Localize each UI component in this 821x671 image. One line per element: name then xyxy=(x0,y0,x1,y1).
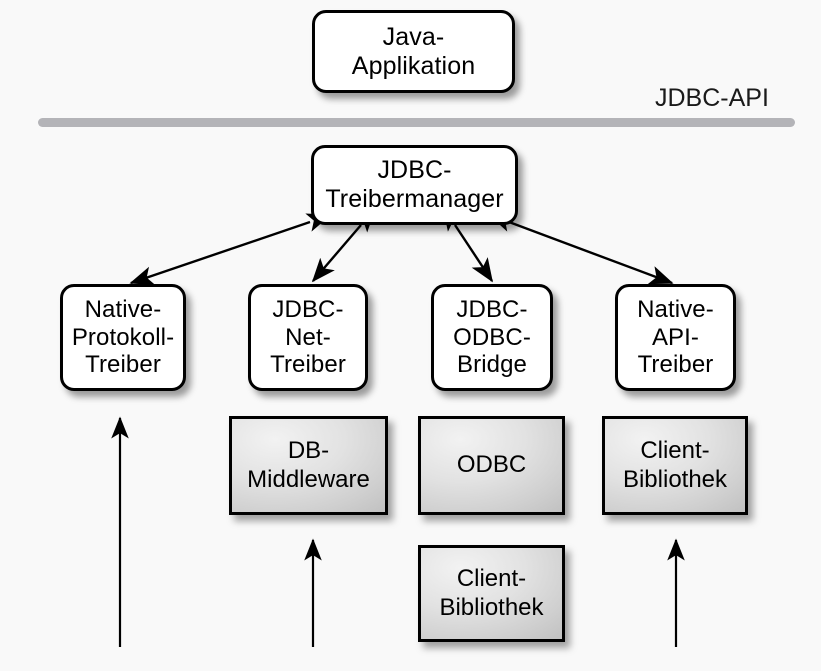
jdbc-odbc-bridge-line-3: Bridge xyxy=(457,351,527,379)
edge-manager-jdbc-net xyxy=(311,208,376,283)
client-bibliothek-right-line-2: Bibliothek xyxy=(622,465,728,493)
java-applikation-line-2: Applikation xyxy=(351,51,476,80)
native-api-line-1: Native- xyxy=(637,295,714,323)
native-protokoll-line-3: Treiber xyxy=(85,351,161,379)
node-java-applikation[interactable]: Java- Applikation xyxy=(312,10,515,93)
native-api-line-3: Treiber xyxy=(637,351,714,379)
odbc-line-1: ODBC xyxy=(456,451,527,479)
jdbc-api-label: JDBC-API xyxy=(655,84,769,112)
edge-manager-jdbc-odbc-bridge xyxy=(442,206,494,283)
node-jdbc-net-treiber[interactable]: JDBC- Net- Treiber xyxy=(248,284,368,391)
node-db-middleware[interactable]: DB- Middleware xyxy=(229,416,388,515)
jdbc-net-line-2: Net- xyxy=(285,323,331,351)
db-middleware-line-2: Middleware xyxy=(247,465,370,493)
native-protokoll-line-2: Protokoll- xyxy=(71,323,175,351)
treibermanager-line-2: Treibermanager xyxy=(325,185,504,213)
jdbc-odbc-bridge-line-1: JDBC- xyxy=(456,295,528,323)
treibermanager-line-1: JDBC- xyxy=(377,156,452,184)
node-client-bibliothek-right[interactable]: Client- Bibliothek xyxy=(602,416,748,515)
native-protokoll-line-1: Native- xyxy=(84,295,162,323)
jdbc-odbc-bridge-line-2: ODBC- xyxy=(453,323,531,351)
node-native-api-treiber[interactable]: Native- API- Treiber xyxy=(615,284,736,391)
edge-manager-native-protokoll xyxy=(129,213,332,285)
node-jdbc-odbc-bridge[interactable]: JDBC- ODBC- Bridge xyxy=(431,284,553,391)
node-client-bibliothek-odbc[interactable]: Client- Bibliothek xyxy=(418,545,565,642)
jdbc-net-line-3: Treiber xyxy=(270,351,346,379)
java-applikation-line-1: Java- xyxy=(382,22,445,51)
client-bibliothek-odbc-line-2: Bibliothek xyxy=(439,593,544,621)
node-native-protokoll-treiber[interactable]: Native- Protokoll- Treiber xyxy=(60,284,186,391)
node-odbc[interactable]: ODBC xyxy=(418,416,565,515)
jdbc-net-line-1: JDBC- xyxy=(272,295,344,323)
client-bibliothek-right-line-1: Client- xyxy=(640,437,710,465)
node-jdbc-treibermanager[interactable]: JDBC- Treibermanager xyxy=(311,145,518,225)
client-bibliothek-odbc-line-1: Client- xyxy=(456,565,527,593)
edge-manager-native-api xyxy=(488,213,674,285)
native-api-line-2: API- xyxy=(651,323,700,351)
jdbc-api-separator-bar xyxy=(38,118,795,127)
db-middleware-line-1: DB- xyxy=(287,437,330,465)
